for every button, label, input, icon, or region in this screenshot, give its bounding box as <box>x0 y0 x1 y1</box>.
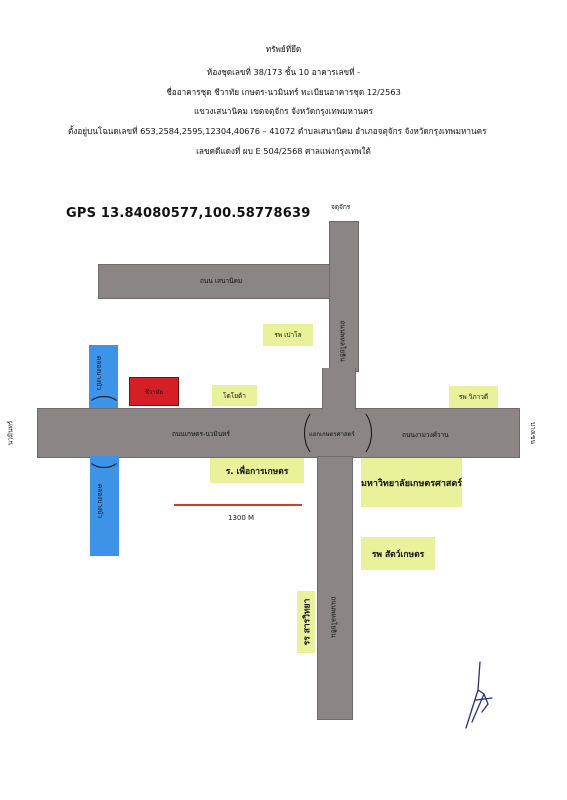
canal-upper-label: คลองบางบัว <box>95 355 104 391</box>
road-phahonyothin-upper-label: ถนนพหลโยธิน <box>338 320 347 362</box>
road-phahonyothin-upper <box>329 221 359 372</box>
landmark-kasetsart-university-label: มหาวิทยาลัยเกษตรศาสตร์ <box>360 478 463 489</box>
header-case-number: เลขคดีแดงที่ ผบ E 504/2568 ศาลแพ่งกรุงเท… <box>196 146 371 156</box>
landmark-toyota: โตโยต้า <box>212 385 257 406</box>
landmark-school-phuea-kan-kaset-label: ร. เพื่อการเกษตร <box>225 466 289 477</box>
landmark-hospital-vibhavadi: รพ วิภาวดี <box>449 386 498 408</box>
landmark-toyota-label: โตโยต้า <box>223 391 246 400</box>
landmark-sarawittaya-school-label: รร สารวิทยา <box>302 598 312 646</box>
road-senanikhom-label: ถนน เสนานิคม <box>200 277 243 285</box>
canal-lower <box>90 456 119 556</box>
distance-label: 1300 M <box>228 514 255 522</box>
intersection-arc-left <box>304 408 336 458</box>
distance-line <box>174 504 302 506</box>
property-marker: ชีวาทัย <box>129 377 179 406</box>
landmark-sarawittaya-school: รร สารวิทยา <box>297 591 315 653</box>
intersection-label: แยกเกษตรศาสตร์ <box>309 431 355 438</box>
gps-coordinates: GPS 13.84080577,100.58778639 <box>66 206 311 221</box>
road-phahonyothin-lower-label: ถนนพหลโยธิน <box>329 596 338 638</box>
signature <box>465 661 493 729</box>
road-senanikhom <box>98 264 355 299</box>
road-phahonyothin-join <box>322 368 356 410</box>
landmark-animal-hospital: รพ สัตว์เกษตร <box>361 537 435 570</box>
landmark-school-phuea-kan-kaset: ร. เพื่อการเกษตร <box>210 458 304 483</box>
intersection-arc-right <box>340 408 372 458</box>
road-kaset-nawamin-label: ถนนเกษตร-นวมินทร์ <box>172 430 230 438</box>
header-building: ชื่ออาคารชุด ชีวาทัย เกษตร-นวมินทร์ ทะเบ… <box>166 87 401 97</box>
direction-east-label: บางเขน <box>529 421 538 445</box>
bridge-arc-upper <box>87 396 121 420</box>
landmark-animal-hospital-label: รพ สัตว์เกษตร <box>371 549 425 560</box>
landmark-hospital-vibhavadi-label: รพ วิภาวดี <box>458 393 489 401</box>
road-ngamwongwan-label: ถนนงามวงศ์วาน <box>402 431 449 439</box>
header-unit: ห้องชุดเลขที่ 38/173 ชั้น 10 อาคารเลขที่… <box>206 67 361 77</box>
direction-west-label: นวมินทร์ <box>6 420 15 446</box>
header-title-deed: ตั้งอยู่บนโฉนดเลขที่ 653,2584,2595,12304… <box>68 126 487 136</box>
direction-north-label: จตุจักร <box>331 203 351 211</box>
landmark-hospital-paolo: รพ เปาโล <box>263 324 313 346</box>
header-title: ทรัพย์ที่ยึด <box>265 44 302 54</box>
property-label: ชีวาทัย <box>144 388 164 396</box>
header-district: แขวงเสนานิคม เขตจตุจักร จังหวัดกรุงเทพมห… <box>193 106 374 116</box>
bridge-arc-lower <box>87 444 121 468</box>
canal-lower-label: คลองบางบัว <box>96 483 105 519</box>
landmark-kasetsart-university: มหาวิทยาลัยเกษตรศาสตร์ <box>361 458 462 507</box>
landmark-hospital-paolo-label: รพ เปาโล <box>274 331 302 339</box>
road-phahonyothin-lower <box>317 456 353 720</box>
